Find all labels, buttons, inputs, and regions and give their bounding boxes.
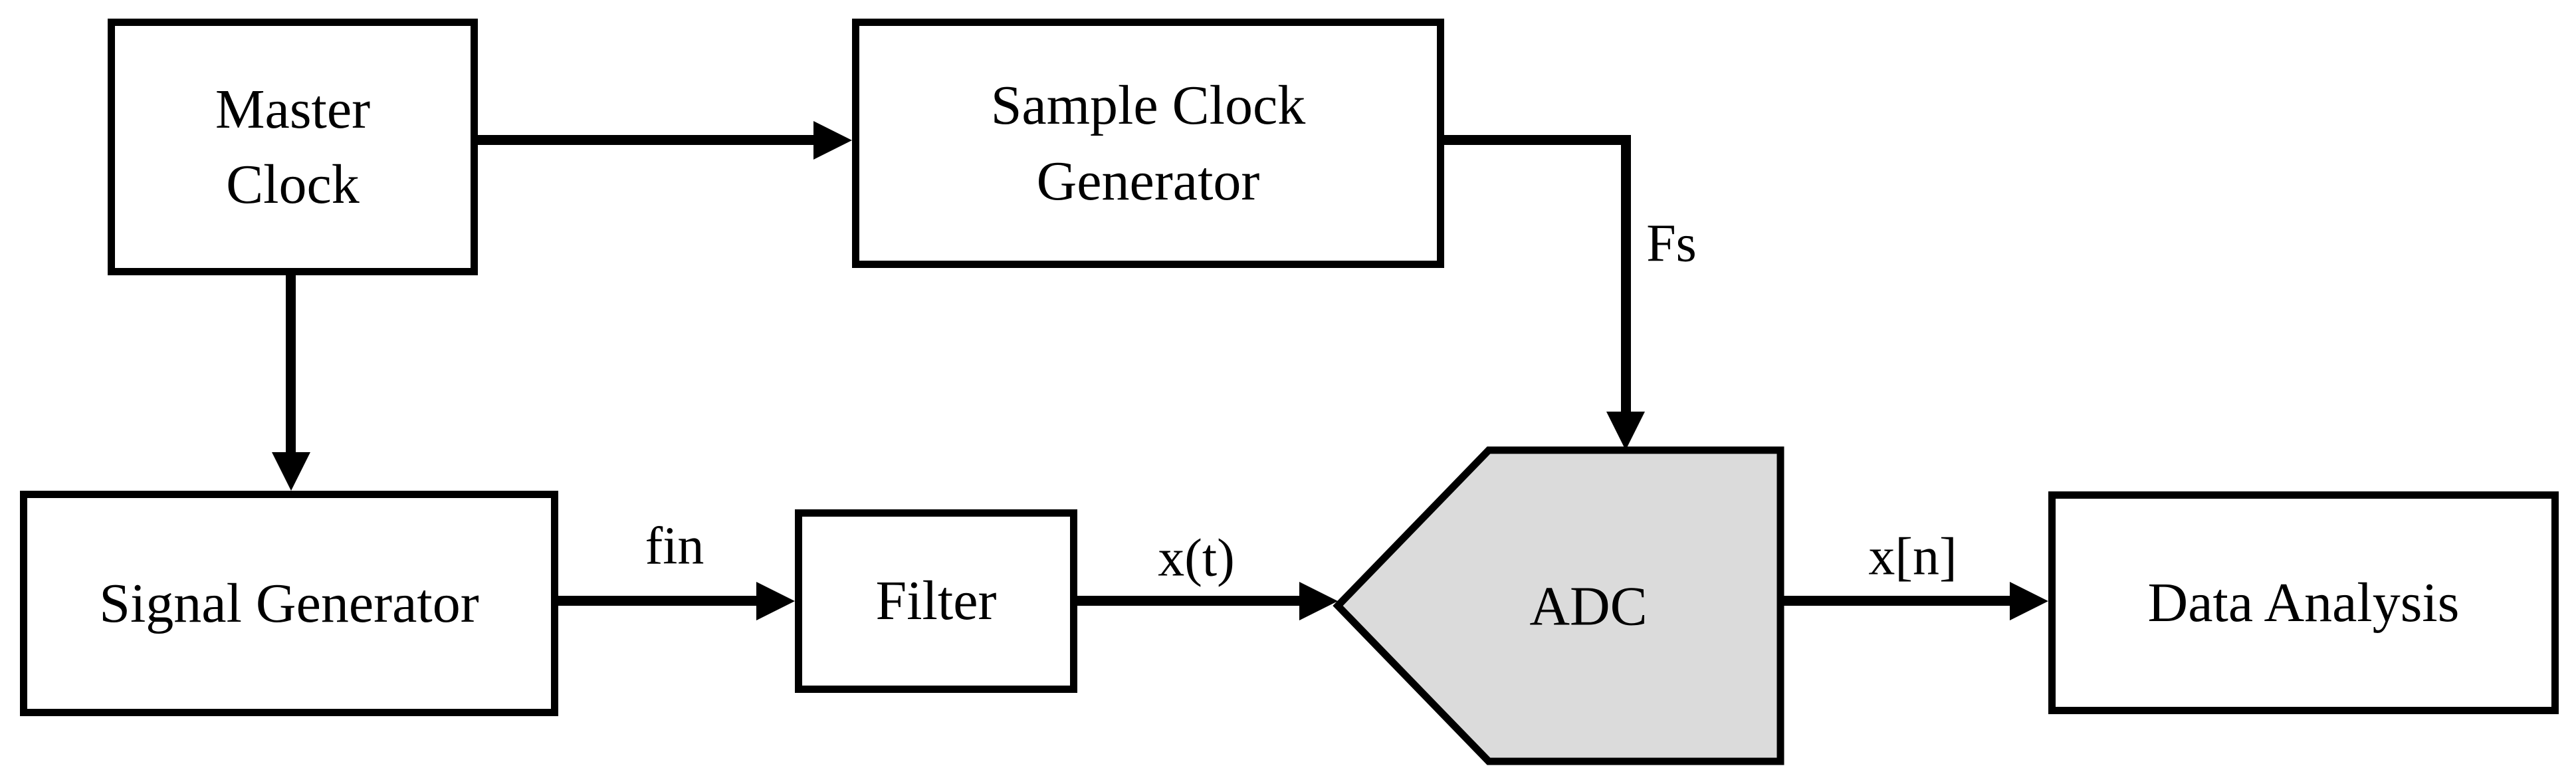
xt-signal-label: x(t) [1158, 529, 1235, 588]
adc-pentagon [1333, 446, 1784, 765]
xn-signal-label: x[n] [1868, 527, 1957, 586]
arrow-master-to-sample-arrowhead [813, 121, 852, 160]
arrow-sample-to-adc-arrowhead [1606, 412, 1645, 450]
arrow-master-to-signal-line [286, 275, 296, 452]
adc-block-label: ADC [1529, 575, 1648, 638]
arrow-adc-to-data-line [1780, 596, 2010, 606]
arrow-master-to-signal-arrowhead [272, 452, 310, 491]
signal-generator-block: Signal Generator [20, 491, 558, 716]
fin-signal-label: fin [645, 517, 704, 576]
fs-signal-label: Fs [1646, 214, 1697, 273]
data-analysis-block: Data Analysis [2048, 491, 2559, 714]
arrow-adc-to-data-arrowhead [2010, 582, 2048, 620]
arrow-signal-to-filter-arrowhead [756, 582, 795, 620]
arrow-filter-to-adc-line [1077, 596, 1299, 606]
master-clock-block: Master Clock [108, 19, 478, 275]
filter-block: Filter [795, 509, 1077, 693]
arrow-master-to-sample-line [478, 135, 813, 145]
arrow-signal-to-filter-line [558, 596, 756, 606]
sample-clock-generator-block: Sample Clock Generator [852, 19, 1444, 268]
arrow-sample-to-adc-vline [1621, 135, 1631, 412]
adc-block-shape [1333, 446, 1784, 765]
arrow-sample-to-adc-hline [1444, 135, 1631, 145]
arrow-filter-to-adc-arrowhead [1299, 582, 1338, 620]
